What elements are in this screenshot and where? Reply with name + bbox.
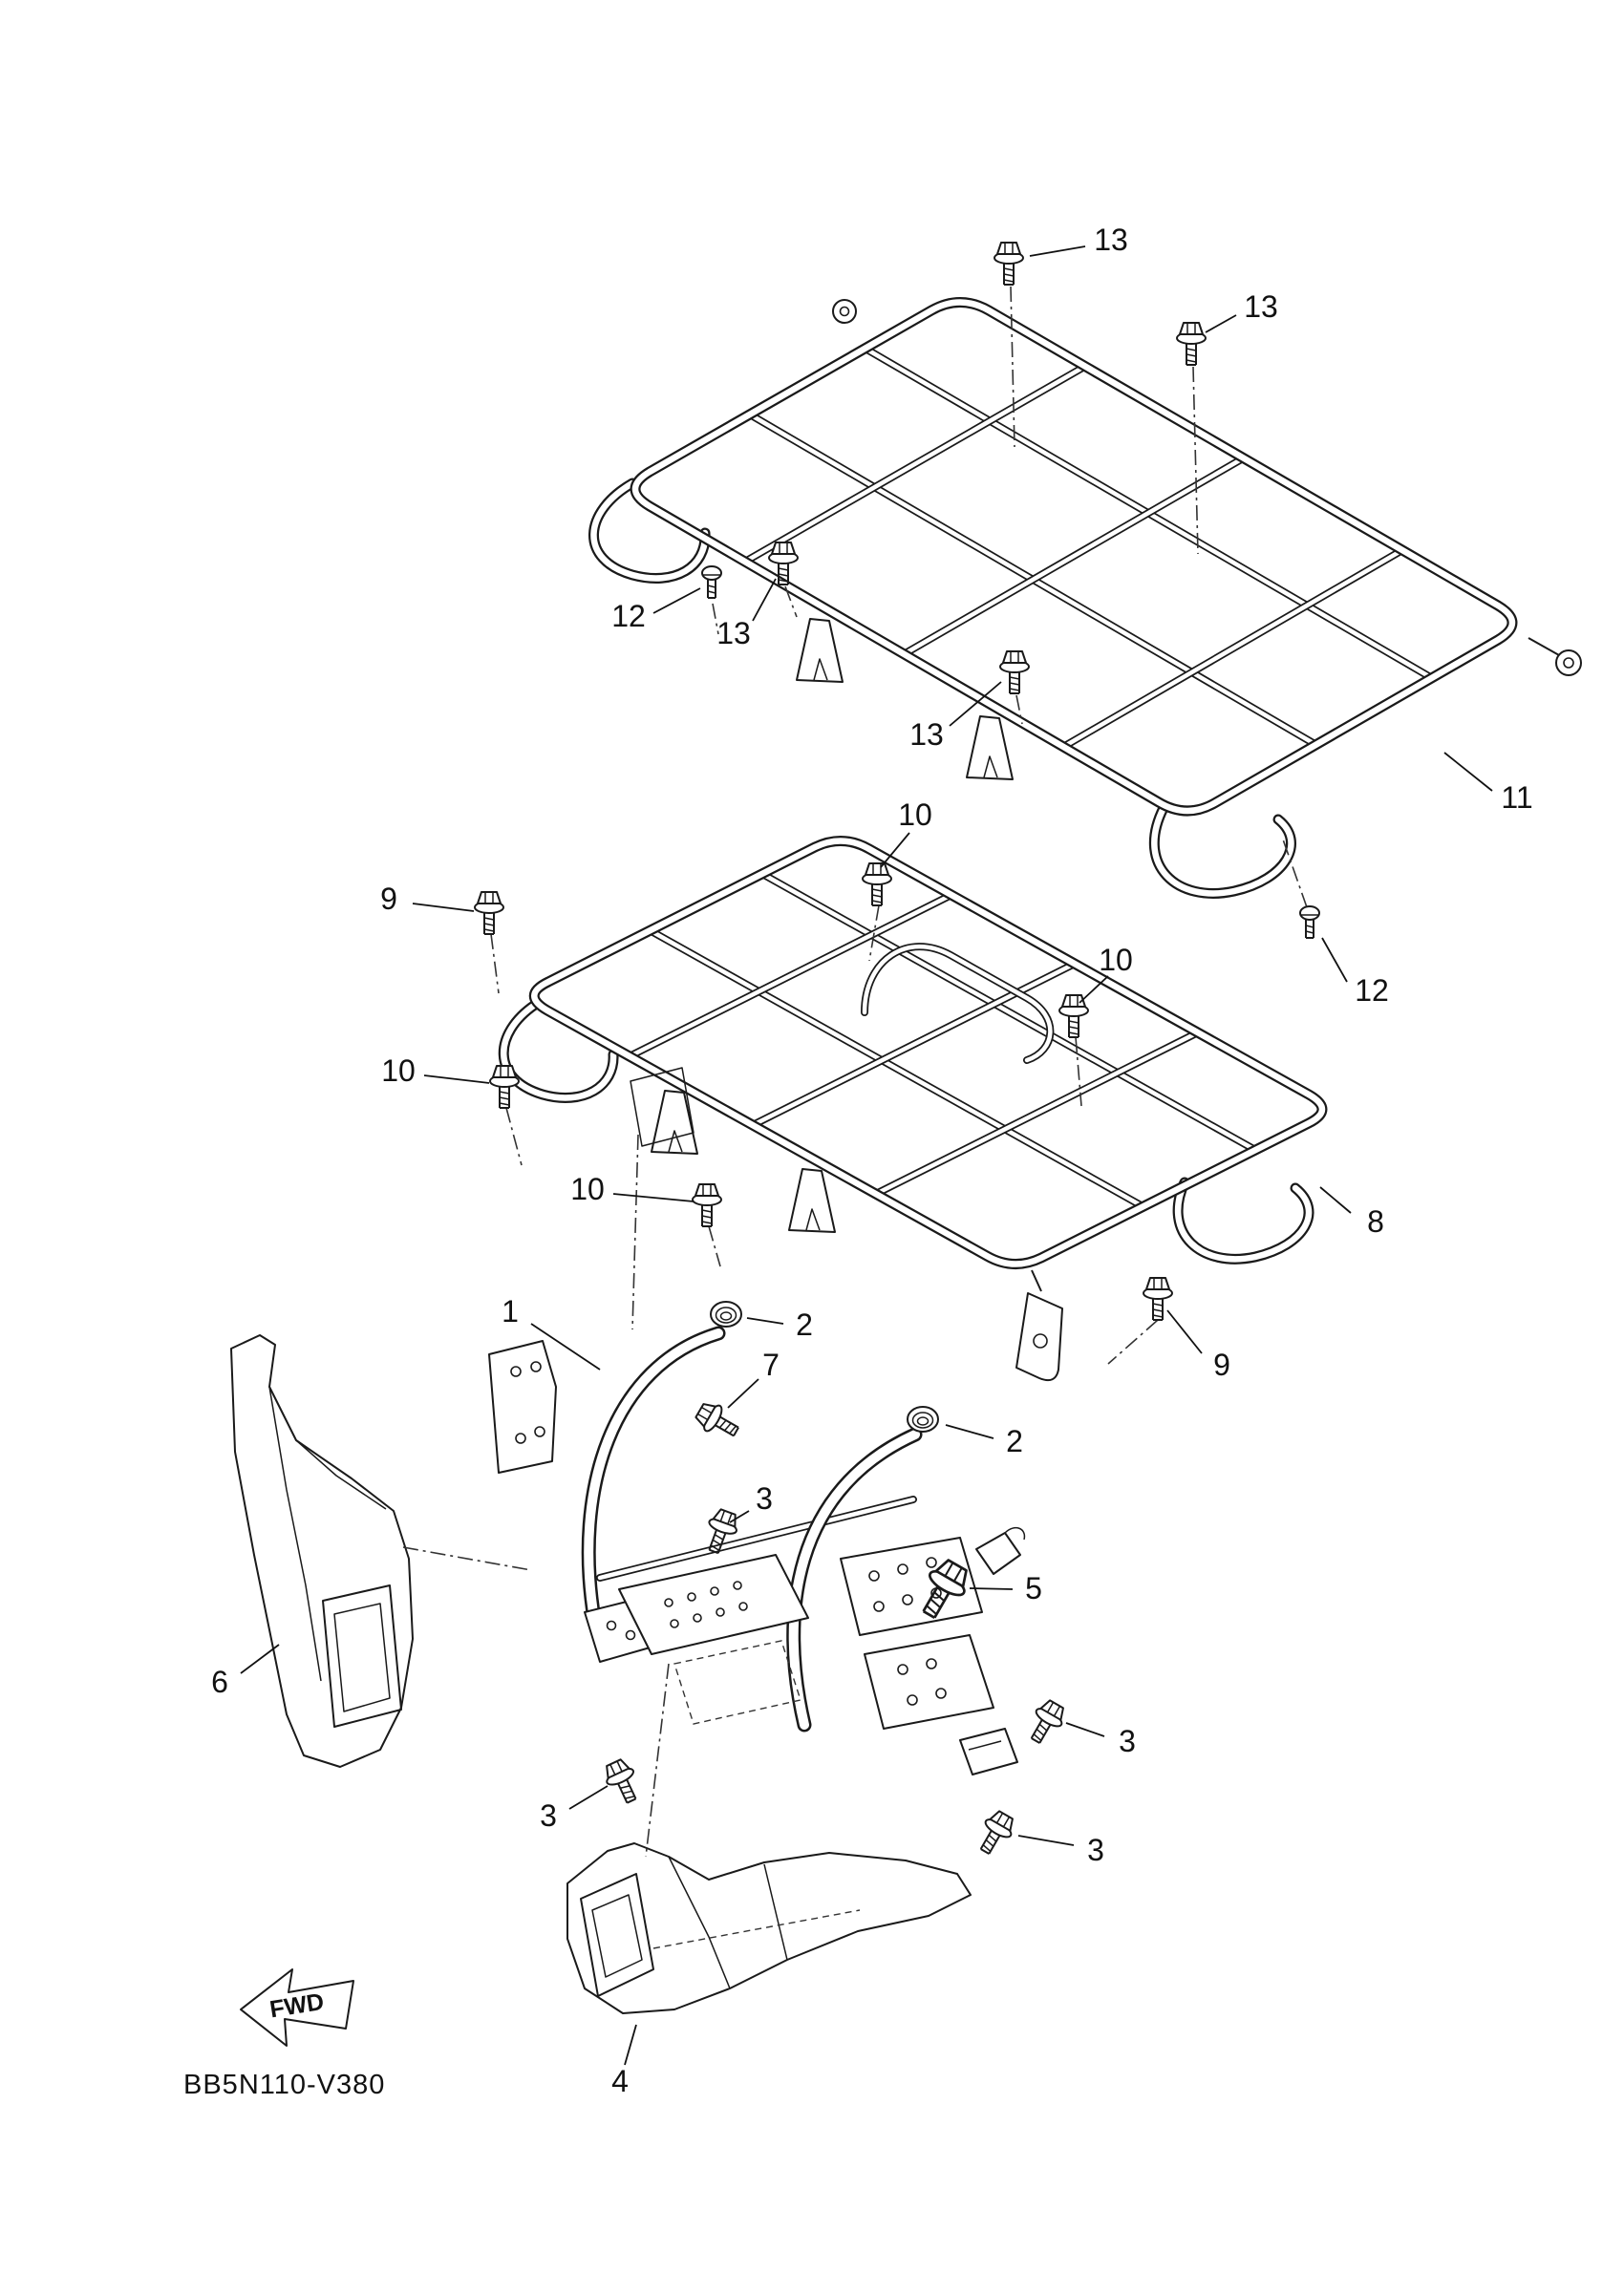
bumper-assembly <box>488 1326 1026 1775</box>
callout-label: 10 <box>570 1172 605 1206</box>
flange-bolt-icon <box>1176 322 1207 366</box>
callout-label: 3 <box>1087 1833 1104 1867</box>
stay-bracket <box>488 1340 557 1474</box>
callout-label: 12 <box>1355 973 1389 1008</box>
callout-label: 13 <box>1094 223 1128 257</box>
fwd-arrow-icon <box>240 1968 354 2047</box>
callout-label: 10 <box>1099 943 1133 977</box>
callout-label: 8 <box>1367 1204 1384 1239</box>
callout-label: 13 <box>716 616 751 650</box>
fwd-indicator: FWD <box>240 1968 354 2047</box>
pipe-cap-icon <box>907 1406 939 1433</box>
callout-label: 3 <box>1119 1724 1136 1758</box>
flange-bolt-icon <box>994 242 1024 286</box>
flange-bolt-icon <box>862 862 892 906</box>
callout-label: 11 <box>1501 780 1532 815</box>
callout-label: 7 <box>762 1348 780 1382</box>
flange-bolt-icon <box>692 1183 722 1227</box>
front-carrier <box>498 836 1328 1382</box>
flange-bolt-icon <box>489 1065 520 1109</box>
screw-icon <box>1299 905 1320 939</box>
flange-bolt-icon <box>474 891 504 935</box>
flange-bolt-icon <box>599 1755 646 1808</box>
callout-label: 12 <box>611 599 646 633</box>
diagram-code: BB5N110-V380 <box>183 2070 385 2100</box>
flange-bolt-icon <box>1058 994 1089 1038</box>
callout-label: 9 <box>1213 1348 1230 1382</box>
flange-bolt-icon <box>1143 1277 1173 1321</box>
callout-label: 5 <box>1025 1571 1042 1605</box>
flange-bolt-icon <box>691 1397 745 1445</box>
flange-bolt-icon <box>1022 1695 1070 1750</box>
flange-bolt-icon <box>999 650 1030 694</box>
callout-label: 3 <box>756 1481 773 1516</box>
alignment-lines <box>402 286 1308 1858</box>
callout-label: 3 <box>540 1798 557 1833</box>
callout-label: 10 <box>381 1053 416 1088</box>
callout-numbers: 13 13 12 13 13 11 10 9 10 12 10 10 8 9 1… <box>211 223 1533 2098</box>
base-plate <box>618 1554 809 1655</box>
callout-label: 2 <box>1006 1424 1023 1458</box>
pipe-cap-icon <box>710 1301 742 1328</box>
rear-carrier <box>588 297 1582 899</box>
callout-label: 6 <box>211 1665 228 1699</box>
guard-left <box>230 1334 414 1768</box>
callout-label: 4 <box>611 2064 629 2098</box>
callout-label: 13 <box>1244 289 1278 324</box>
callout-label: 13 <box>909 717 944 752</box>
hook-bracket <box>975 1532 1021 1575</box>
screw-icon <box>701 565 722 599</box>
callout-label: 10 <box>898 797 932 832</box>
callout-label: 9 <box>380 882 397 916</box>
callout-label: 1 <box>502 1294 519 1329</box>
guard-bottom <box>566 1842 972 2014</box>
callout-leaders <box>240 245 1493 2066</box>
callout-label: 2 <box>796 1307 813 1342</box>
mount-bracket <box>864 1634 994 1730</box>
flange-bolt-icon <box>972 1806 1019 1860</box>
